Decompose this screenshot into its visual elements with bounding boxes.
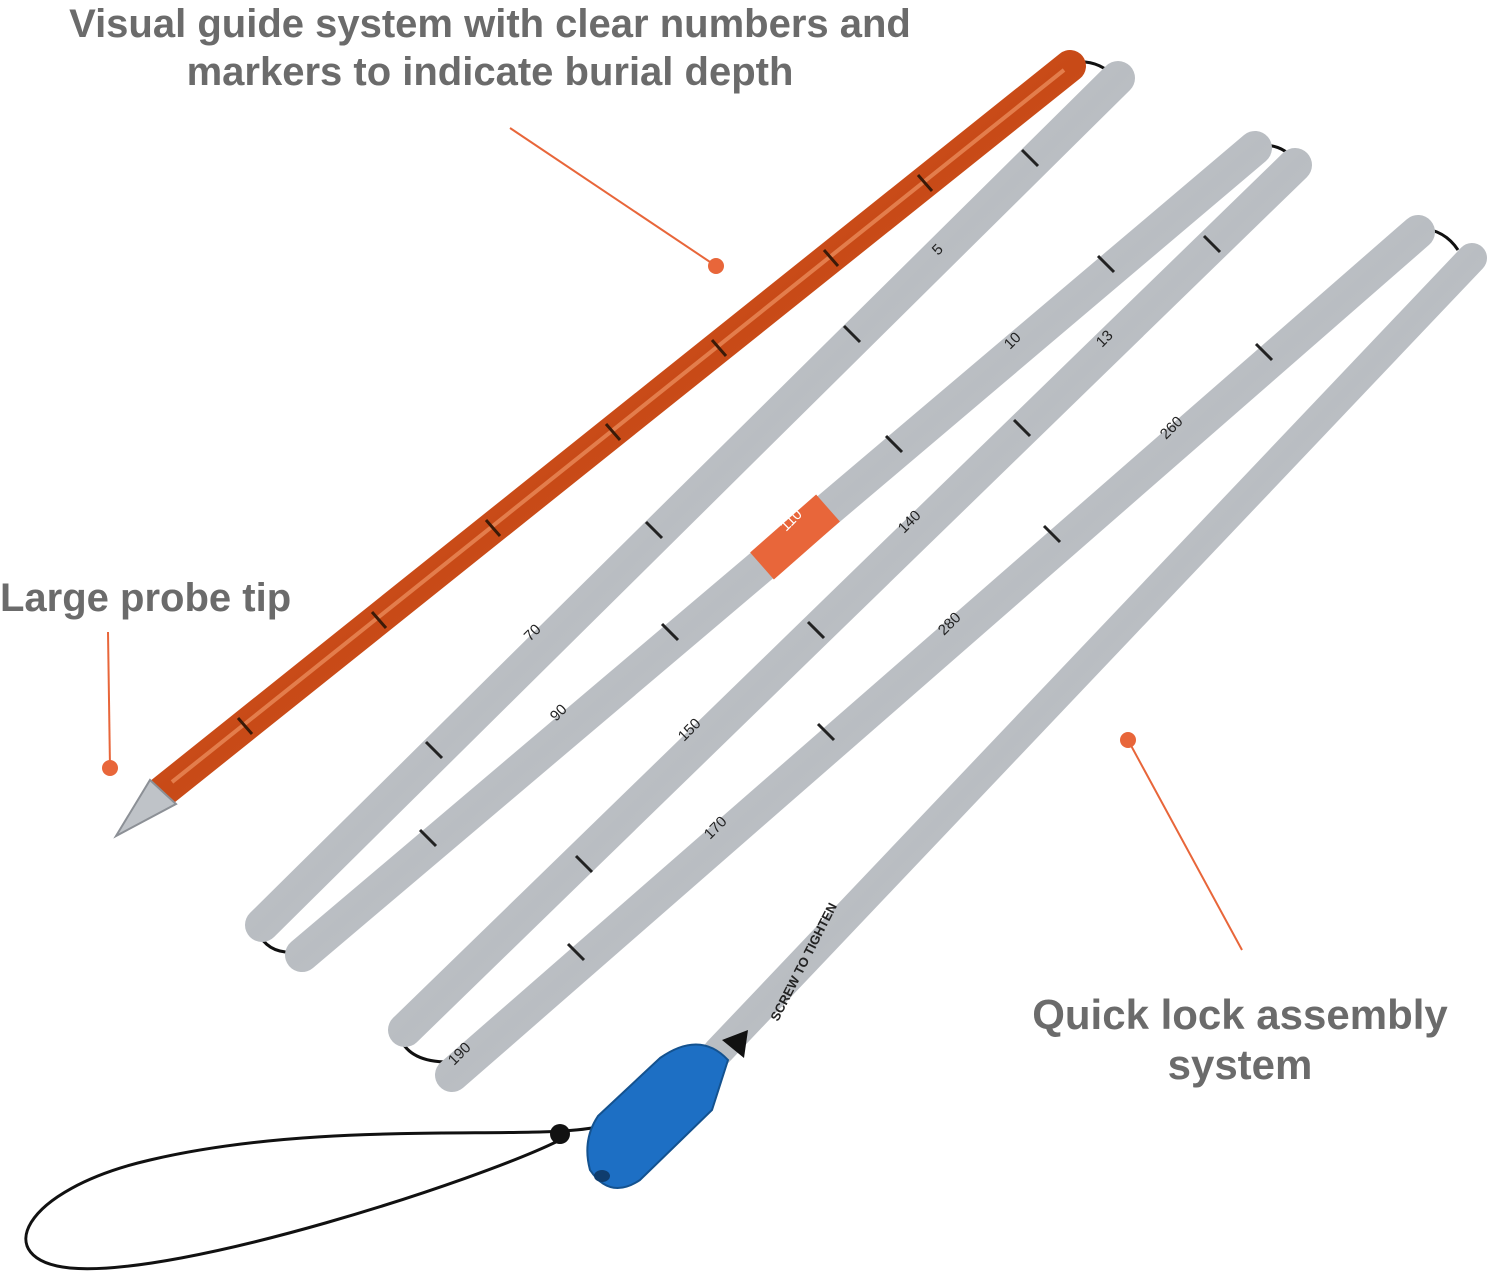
probe-tip-callout: Large probe tip: [0, 576, 292, 620]
cord-knot: [550, 1124, 570, 1144]
quick-lock-callout: Quick lock assembly system: [1032, 991, 1448, 1089]
visual-guide-leader-dot: [708, 258, 724, 274]
connecting-cords: [24, 60, 1460, 1271]
visual-guide-leader: [509, 127, 717, 267]
orange-probe-segment: [113, 50, 1086, 839]
probe-tip-cone: [113, 778, 178, 839]
quick-lock-leader-dot: [1120, 732, 1136, 748]
visual-guide-callout: Visual guide system with clear numbers a…: [69, 2, 911, 94]
quick-lock-leader: [1127, 739, 1243, 951]
quick-lock-cap: [550, 1043, 730, 1189]
leader-lines: [102, 127, 1243, 951]
screw-to-tighten-text: SCREW TO TIGHTEN: [767, 900, 840, 1023]
lock-arrow-icon: [722, 1030, 748, 1058]
silver-segment-4: [435, 215, 1435, 1092]
silver-segment-3: [388, 148, 1312, 1047]
probe-tip-leader-dot: [102, 760, 118, 776]
silver-segment-2: [285, 131, 1272, 972]
probe-tip-leader: [107, 631, 111, 769]
silver-segment-5-handle: [703, 243, 1487, 1067]
leash-cord: [24, 1126, 593, 1271]
lock-cap-hole: [594, 1170, 610, 1182]
silver-segment-1: [245, 61, 1135, 942]
orange-band: [750, 494, 840, 580]
